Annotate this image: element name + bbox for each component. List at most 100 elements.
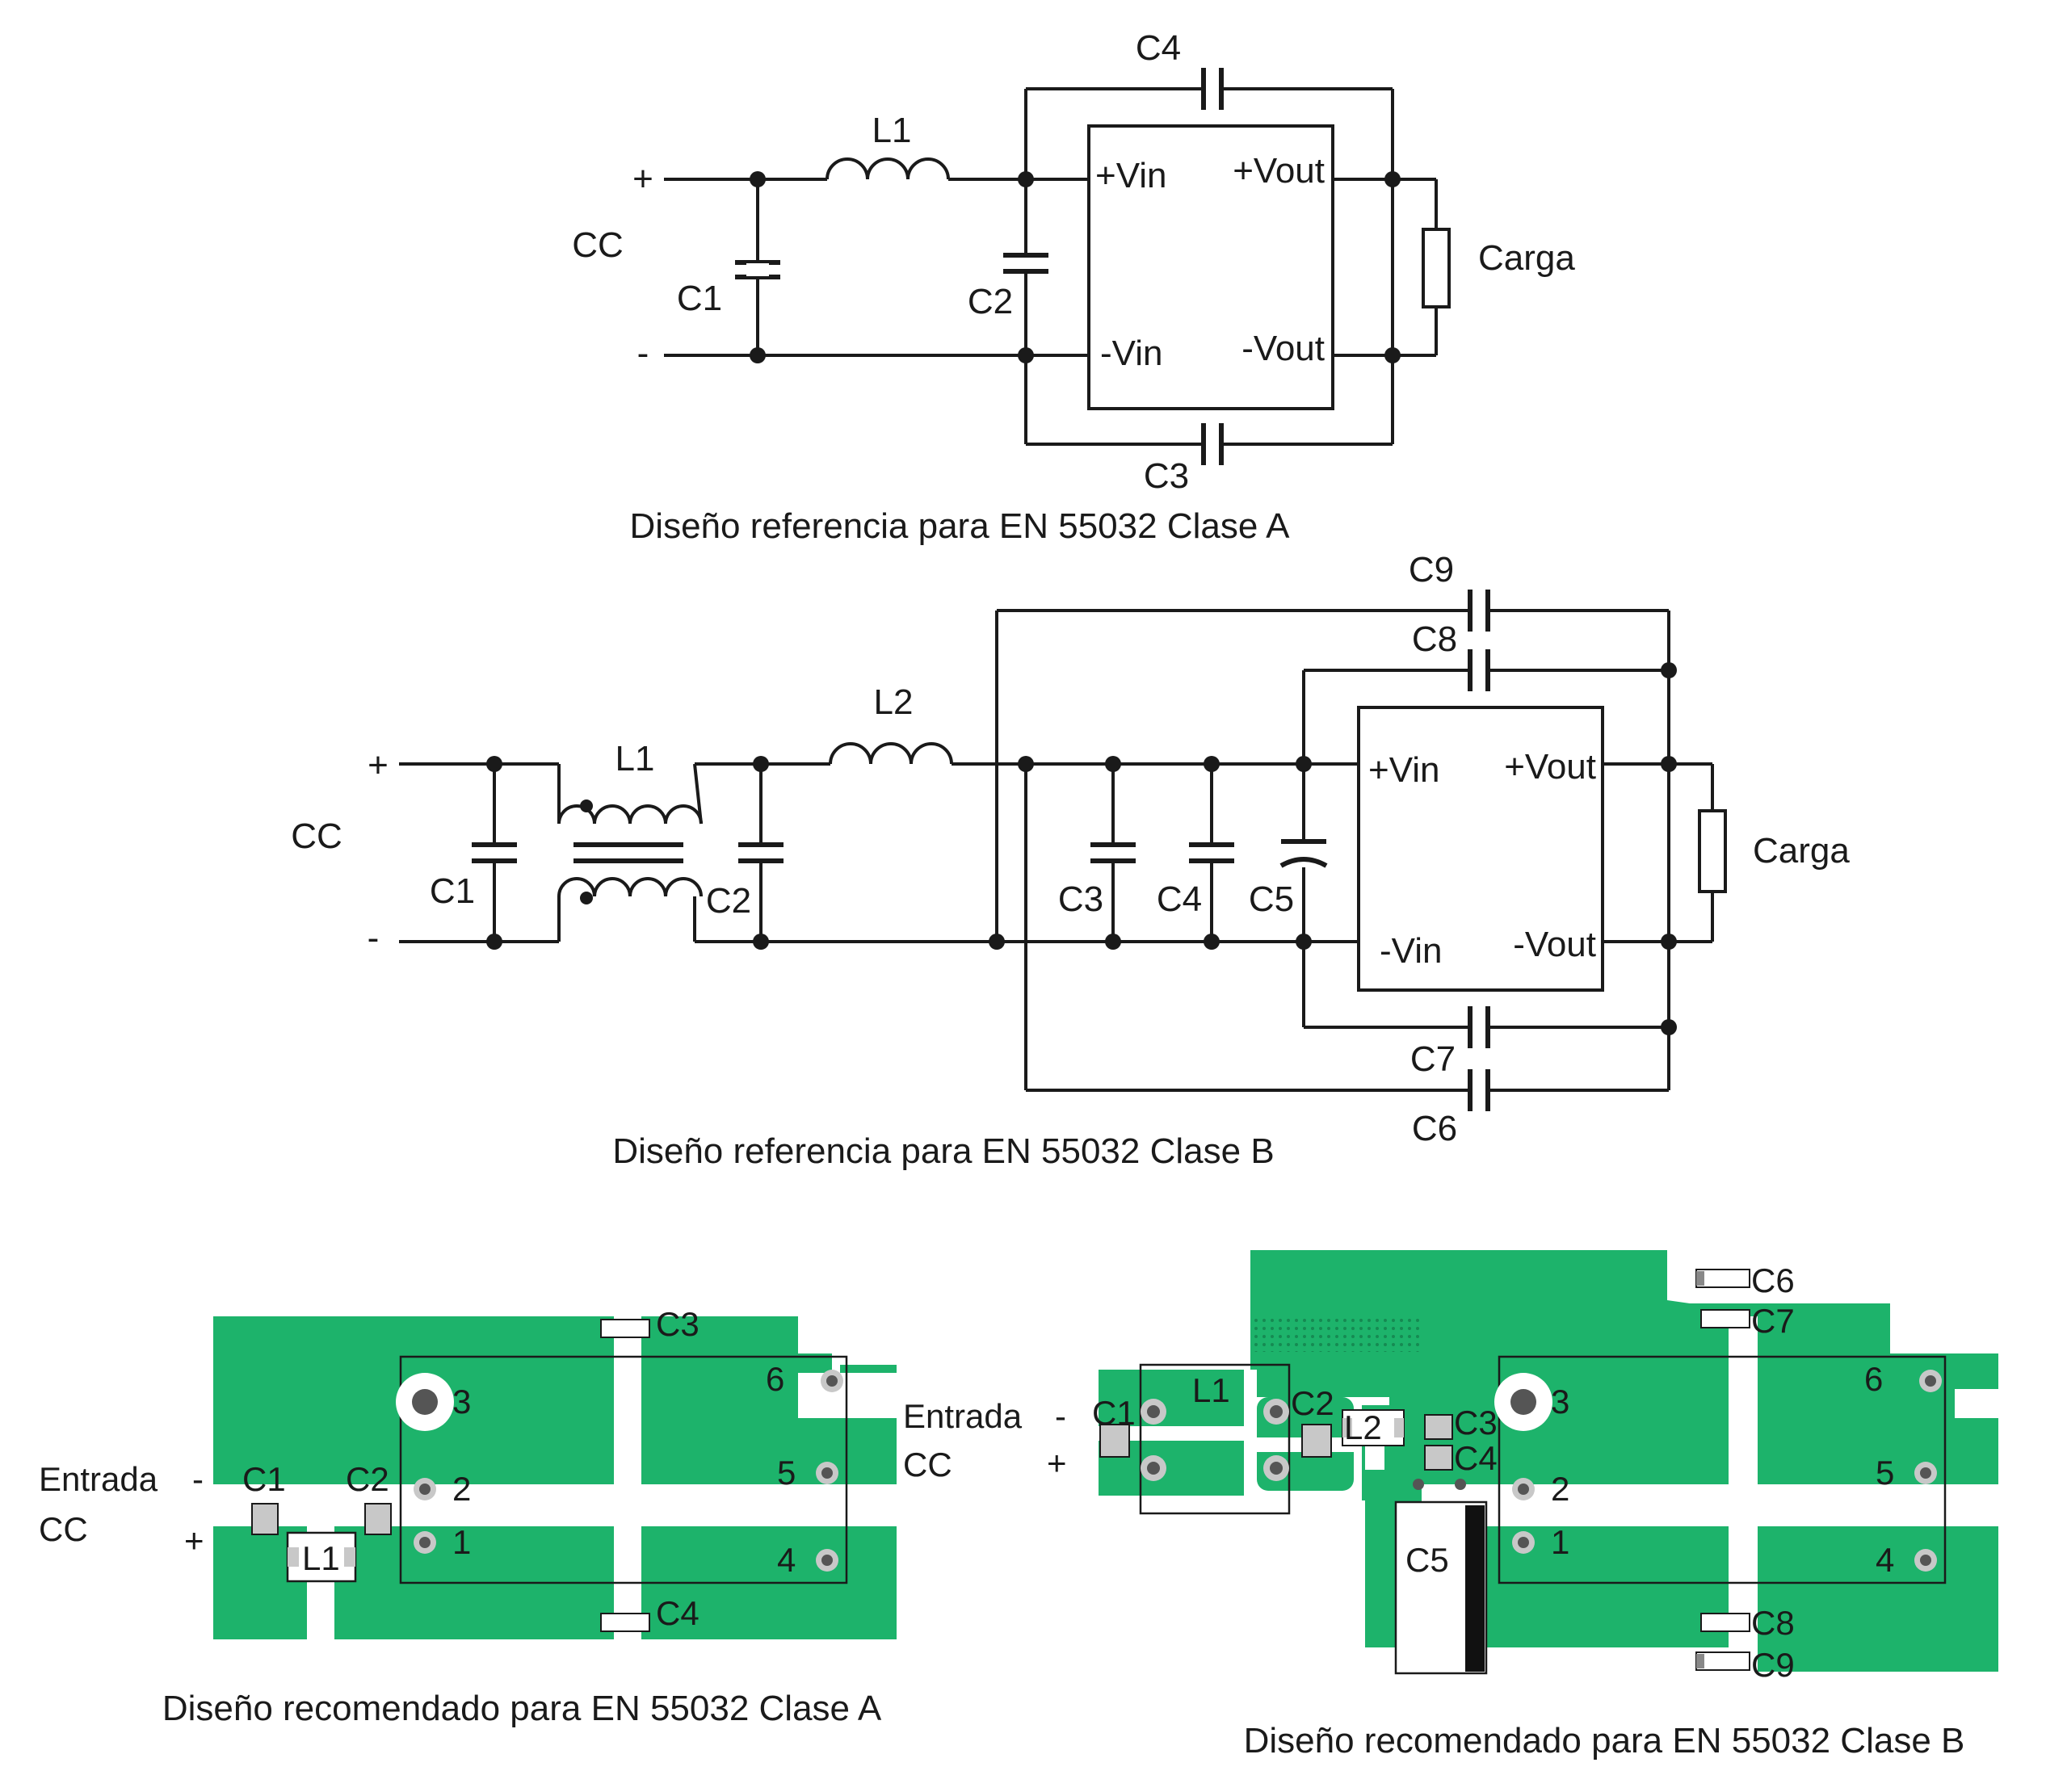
c3-label: C3 [1144,456,1189,496]
minus-label: - [637,334,649,373]
l1-pad-hole [1270,1405,1283,1418]
junction-dot [1018,171,1034,187]
load-resistor [1422,228,1451,308]
capacitor-curved-plate [1279,857,1328,868]
capacitor-gap [1015,255,1037,271]
plus-label: + [184,1521,204,1559]
module-outline [1498,1355,1947,1584]
wire [693,763,703,825]
capacitor-gap [483,845,506,861]
junction-dot [1296,756,1312,772]
junction-dot [1018,347,1034,363]
c9-label: C9 [1751,1646,1795,1684]
via [1413,1479,1424,1490]
choke-winding-top [557,804,703,825]
pin-5-hole [821,1467,833,1479]
inductor-l1 [826,157,950,180]
junction-dot [1204,756,1220,772]
vout-pos-label: +Vout [1504,747,1596,787]
capacitor-gap [1291,840,1317,867]
c5-label: C5 [1249,879,1294,919]
pin-3-pad [412,1389,438,1415]
l1-pad [288,1547,299,1567]
capacitor-gap [1102,845,1124,861]
c2-label: C2 [706,881,751,921]
cc-label: CC [39,1510,88,1548]
pin-1-hole [1518,1537,1529,1548]
pin-3-label: 3 [452,1383,471,1421]
c6-label: C6 [1751,1261,1795,1299]
plus-label: + [368,745,389,785]
capacitor-gap [746,263,769,276]
vout-neg-label: -Vout [1513,925,1596,964]
l2-footprint [1342,1409,1405,1446]
pcb-layout-class-b: C6 C7 C8 C9 L1 C1 C2 L2 C3 C4 C5 3 2 1 6… [903,1250,2003,1761]
minus-label: - [1055,1397,1066,1435]
c1-label: C1 [677,279,722,318]
c1-label: C1 [242,1460,286,1498]
cc-label: CC [572,225,624,265]
c2-footprint [364,1503,392,1535]
pin-2-label: 2 [1551,1470,1569,1508]
c8-label: C8 [1751,1604,1795,1642]
module-outline [399,1355,848,1584]
isolation-gap [1422,1484,1998,1526]
c3-footprint [1424,1414,1453,1440]
c2-label: C2 [968,282,1013,321]
dcdc-module [1357,706,1604,992]
c5-label: C5 [1405,1541,1449,1579]
minus-label: - [368,918,380,958]
l1-pad [344,1547,355,1567]
junction-dot [1384,347,1401,363]
pin-2-hole [1518,1484,1529,1495]
dcdc-module [1087,124,1334,410]
c1-label: C1 [1092,1394,1136,1432]
l2-label: L2 [1344,1408,1382,1446]
isolation-gap [614,1316,641,1639]
polarity-dot [580,892,593,904]
l1-pad-hole [1270,1462,1283,1475]
via-array [1252,1315,1422,1352]
caption-layout-b: Diseño recomendado para EN 55032 Clase B [1244,1721,1965,1761]
isolation-notch [1955,1389,2003,1418]
junction-dot [753,934,769,950]
pin-4-label: 4 [1876,1541,1894,1579]
pin-1-label: 1 [452,1523,471,1561]
via [1455,1479,1466,1490]
junction-dot [750,347,766,363]
c4-label: C4 [1157,879,1202,919]
pin-4-label: 4 [777,1541,796,1579]
junction-dot [1204,934,1220,950]
minus-label: - [192,1460,204,1498]
caption-schematic-a: Diseño referencia para EN 55032 Clase A [630,506,1291,546]
junction-dot [750,171,766,187]
junction-dot [486,934,502,950]
c7-footprint [1700,1309,1750,1328]
vin-neg-label: -Vin [1100,334,1162,373]
pin-3-label: 3 [1551,1383,1569,1421]
schematic-class-b: + - CC C1 L1 C2 L2 C3 C4 C5 C9 C8 C7 C6 … [291,550,1850,1171]
l1-footprint [1139,1363,1291,1515]
c3-label: C3 [1454,1404,1498,1442]
c1-footprint [251,1503,279,1535]
junction-dot [1296,934,1312,950]
c4-footprint [600,1613,650,1632]
inductor-l2 [829,742,953,765]
pin-3-pad [1510,1389,1536,1415]
c4-label: C4 [656,1594,700,1632]
junction-dot [1018,756,1034,772]
c4-label: C4 [1454,1439,1498,1477]
pin-2-hole [419,1484,431,1495]
c3-label: C3 [1058,879,1103,919]
pin-6-hole [826,1375,838,1387]
l1-label: L1 [302,1539,340,1577]
schematic-class-a: + - CC C1 L1 C2 C4 C3 +Vin -Vin +Vout -V… [572,28,1575,546]
vin-pos-label: +Vin [1368,750,1440,790]
c3-footprint [600,1319,650,1338]
pin-2-label: 2 [452,1470,471,1508]
cc-label: CC [903,1446,952,1484]
pcb-layout-class-a: C3 C4 C1 C2 L1 3 2 1 6 5 4 Entrada - CC … [39,1305,897,1728]
l2-label: L2 [874,682,914,722]
l1-pad-hole [1147,1462,1160,1475]
